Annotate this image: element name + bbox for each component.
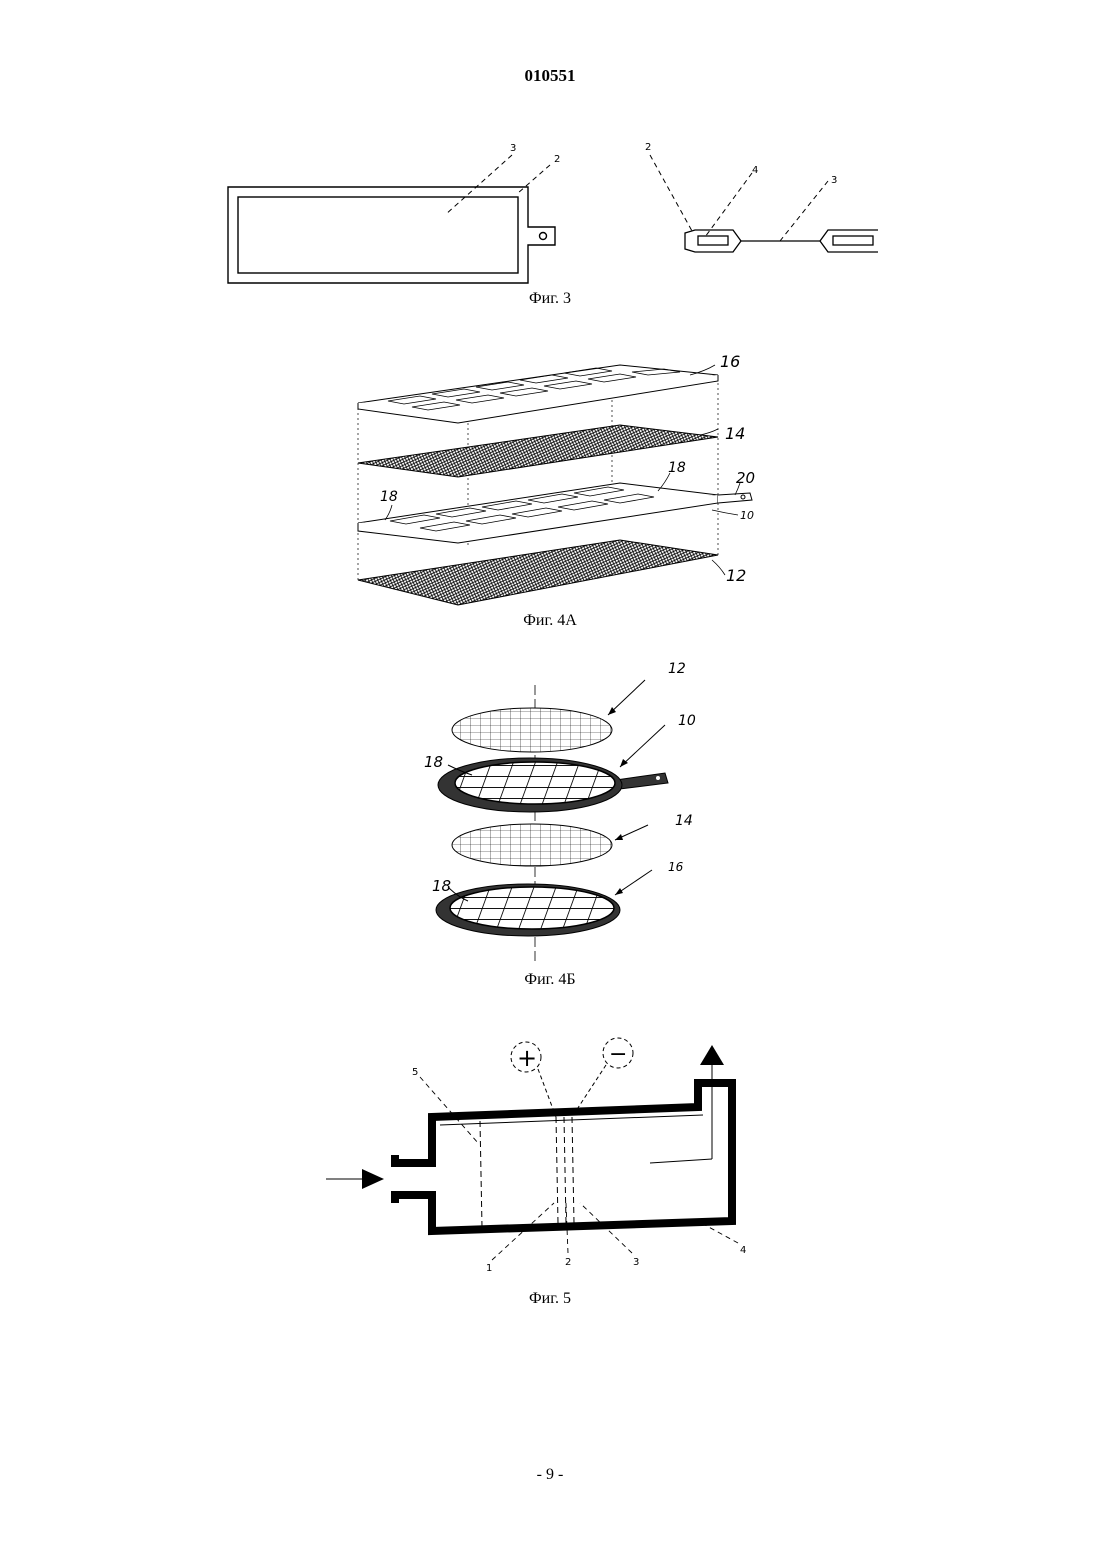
- fig4a-mesh-12: [358, 540, 718, 605]
- fig3-cross-section: [685, 230, 878, 252]
- fig4a-label-12: 12: [726, 566, 746, 585]
- document-number: 010551: [0, 66, 1100, 86]
- fig5-label-5: 5: [412, 1067, 418, 1078]
- fig4a-mesh-14: [358, 425, 718, 477]
- fig4b-frame-16: [436, 884, 620, 936]
- fig4b-arrowheads: [608, 707, 628, 895]
- fig4b-label-10: 10: [678, 713, 696, 729]
- fig4a-label-18-right: 18: [668, 460, 686, 476]
- fig3-label-2: 2: [554, 154, 560, 165]
- fig3-frame-top-view: [228, 187, 555, 283]
- fig4b-label-14: 14: [675, 813, 693, 829]
- fig3-label-4: 4: [752, 165, 758, 176]
- fig5-label-3: 3: [633, 1257, 639, 1268]
- fig3-right-leaders: [650, 155, 828, 241]
- fig4a-frame-16: [358, 365, 718, 423]
- figure-3-drawing: 3 2 2 4 3: [200, 135, 900, 295]
- fig3-left-leaders: [445, 155, 550, 215]
- fig4a-label-10: 10: [740, 509, 754, 522]
- fig3-label-3-right: 3: [831, 175, 837, 186]
- fig4b-label-12: 12: [668, 661, 686, 677]
- fig3-label-3: 3: [510, 143, 516, 154]
- fig5-minus-symbol: −: [609, 1042, 627, 1067]
- fig4b-mesh-14: [452, 824, 612, 866]
- figure-5-caption: Фиг. 5: [450, 1290, 650, 1308]
- fig4a-label-16: 16: [720, 352, 740, 371]
- fig4b-label-18-bottom: 18: [432, 877, 451, 895]
- figure-4a-caption: Фиг. 4А: [450, 612, 650, 630]
- page-number: - 9 -: [0, 1466, 1100, 1484]
- figure-4b-caption: Фиг. 4Б: [450, 971, 650, 989]
- fig4a-frame-10: [358, 483, 752, 543]
- figure-5-drawing: + − 5 1 2 3 4: [320, 1035, 760, 1275]
- fig4b-mesh-12: [452, 708, 612, 752]
- fig4a-label-14: 14: [725, 424, 745, 443]
- figure-4b-drawing: 12 10 18 14 16 18: [420, 655, 720, 975]
- fig3-label-2-right: 2: [645, 142, 651, 153]
- fig5-membranes: [480, 1117, 574, 1227]
- fig5-label-4: 4: [740, 1245, 746, 1256]
- fig5-vessel: [395, 1083, 732, 1231]
- fig4b-label-16: 16: [668, 860, 684, 874]
- fig4b-frame-10: [438, 758, 668, 812]
- fig5-label-1: 1: [486, 1263, 492, 1274]
- figure-4a-drawing: 16 14 18 20 18 10 12: [340, 345, 780, 615]
- fig5-plus-symbol: +: [517, 1044, 537, 1072]
- figure-3-caption: Фиг. 3: [450, 290, 650, 308]
- fig4a-label-20: 20: [736, 469, 755, 487]
- fig5-inlet-arrow: [326, 1169, 384, 1189]
- fig5-label-2: 2: [565, 1257, 571, 1268]
- fig4a-label-18-left: 18: [380, 489, 398, 505]
- fig4b-label-18-top: 18: [424, 753, 443, 771]
